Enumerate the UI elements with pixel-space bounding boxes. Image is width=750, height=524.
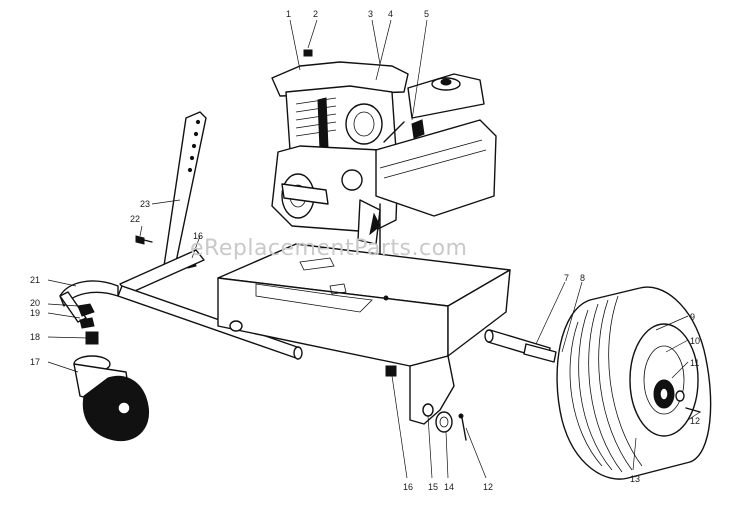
washer-14 — [435, 411, 453, 433]
deck-plate — [217, 243, 511, 425]
callout-14: 14 — [444, 482, 454, 492]
callout-13: 13 — [630, 474, 640, 484]
engine-assembly — [271, 61, 497, 263]
callout-3: 3 — [368, 9, 373, 19]
callout-11: 11 — [690, 358, 699, 368]
handle-bar — [163, 111, 207, 267]
callout-12-bottom: 12 — [483, 482, 493, 492]
callout-16-upper: 16 — [193, 231, 203, 241]
bolt-22 — [135, 235, 153, 245]
callout-23: 23 — [140, 199, 150, 209]
callout-18: 18 — [30, 332, 40, 342]
callout-15: 15 — [428, 482, 438, 492]
front-axle-tube — [59, 249, 303, 360]
leader-lines — [47, 19, 701, 479]
watermark-text: eReplacementParts.com — [190, 236, 467, 261]
callout-4: 4 — [388, 9, 393, 19]
rear-wheel — [556, 286, 712, 480]
callout-12-right: 12 — [690, 416, 700, 426]
callout-20: 20 — [30, 298, 40, 308]
callout-19: 19 — [30, 308, 40, 318]
callout-17: 17 — [30, 357, 40, 367]
callout-10: 10 — [690, 336, 700, 346]
callout-7: 7 — [564, 273, 569, 283]
caster-wheel — [73, 331, 150, 442]
callout-9: 9 — [690, 312, 695, 322]
callout-labels: 1 2 3 4 5 7 8 9 10 11 12 12 13 14 15 16 … — [30, 9, 700, 492]
screw-2 — [303, 49, 313, 57]
callout-8: 8 — [580, 273, 585, 283]
callout-16-bottom: 16 — [403, 482, 413, 492]
callout-21: 21 — [30, 275, 40, 285]
callout-2: 2 — [313, 9, 318, 19]
callout-5: 5 — [424, 9, 429, 19]
cotter-pin-12-left — [458, 413, 467, 441]
callout-22: 22 — [130, 214, 140, 224]
callout-1: 1 — [286, 9, 291, 19]
